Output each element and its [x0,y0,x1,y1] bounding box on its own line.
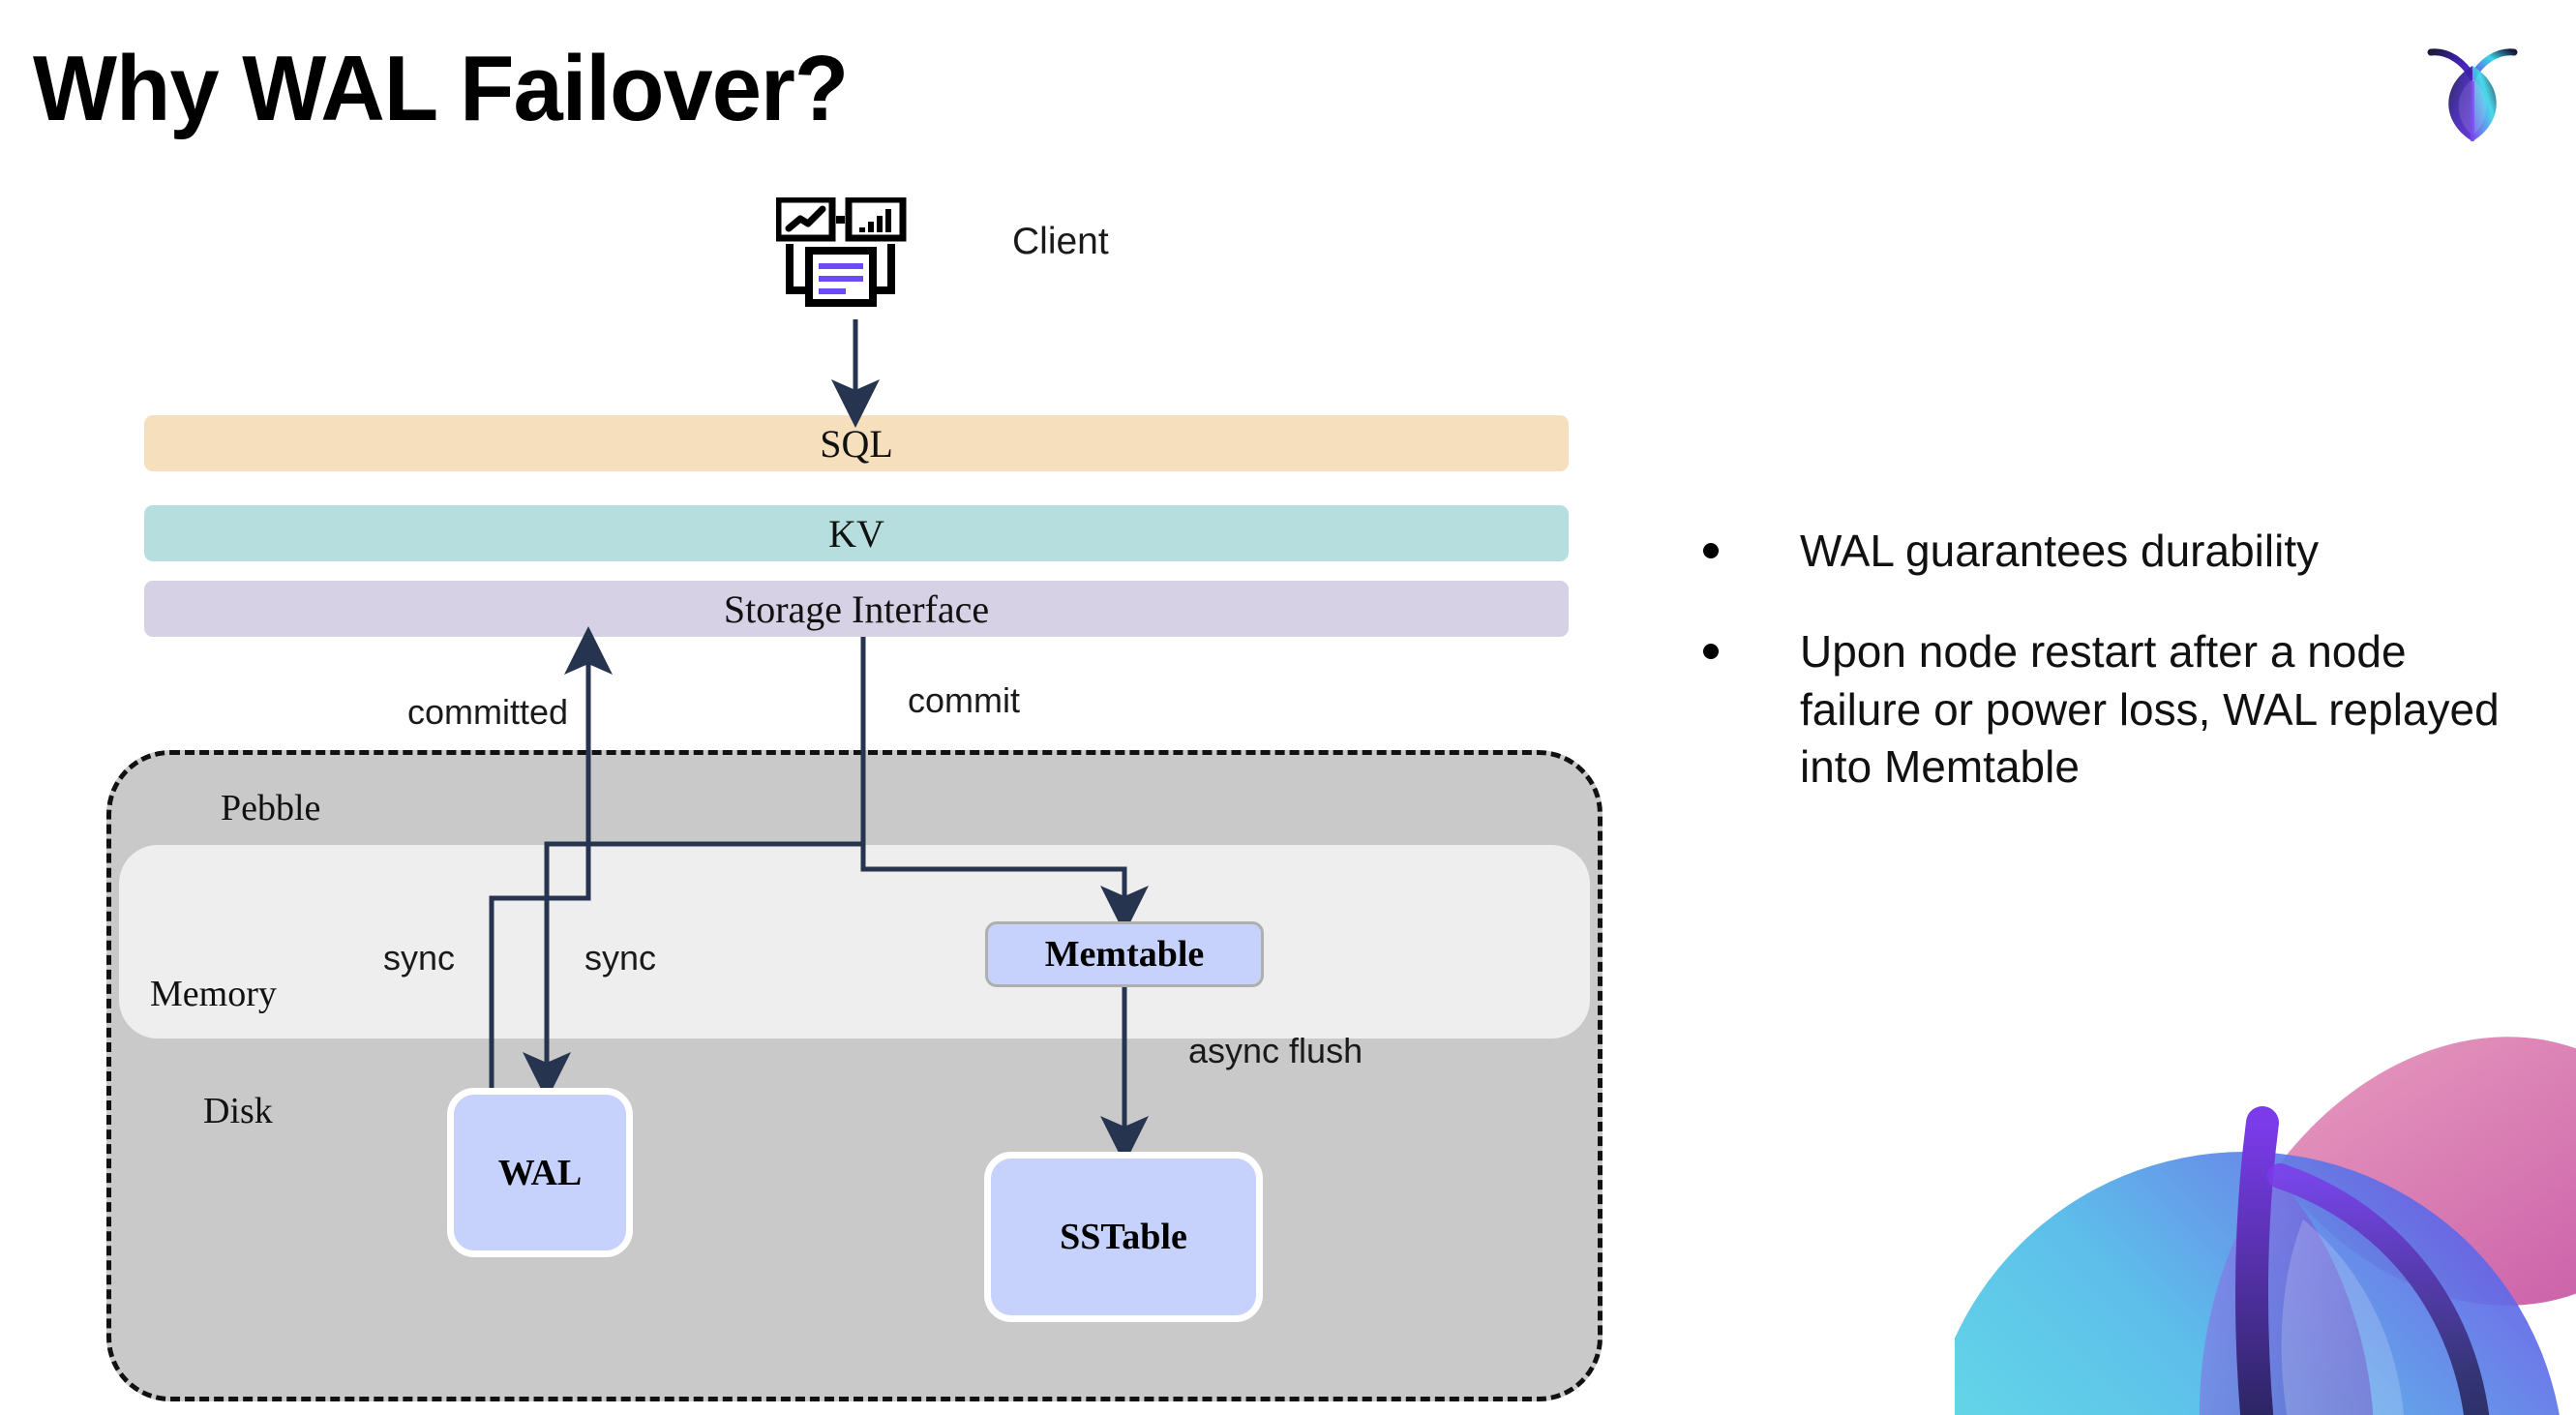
memory-label: Memory [150,974,277,1014]
edge-label-commit: commit [908,680,1020,720]
node-memtable: Memtable [985,921,1264,987]
bullet-text: Upon node restart after a node failure o… [1800,625,2500,793]
node-wal: WAL [447,1088,633,1257]
page-title: Why WAL Failover? [33,37,849,140]
node-sstable: SSTable [984,1152,1263,1322]
node-wal-label: WAL [497,1152,583,1193]
layer-bar-storage-interface-label: Storage Interface [723,587,990,631]
layer-bar-sql: SQL [144,415,1569,471]
bullet-dot-icon [1703,643,1719,659]
edge-label-sync-left: sync [383,938,456,978]
node-sstable-label: SSTable [1060,1217,1187,1257]
bullet-dot-icon [1703,543,1719,558]
list-item: WAL guarantees durability [1703,523,2526,581]
edge-label-committed: committed [407,692,569,732]
memory-region [119,845,1590,1039]
decorative-watermark [1931,929,2576,1415]
layer-bar-sql-label: SQL [820,421,893,466]
disk-label: Disk [203,1091,273,1131]
edge-label-sync-right: sync [584,938,657,978]
bullet-text: WAL guarantees durability [1800,526,2320,576]
layer-bar-kv: KV [144,505,1569,561]
list-item: Upon node restart after a node failure o… [1703,623,2526,797]
client-label: Client [1012,221,1109,262]
bullet-list: WAL guarantees durability Upon node rest… [1703,523,2526,839]
node-memtable-label: Memtable [1044,934,1205,975]
pebble-label: Pebble [221,788,321,828]
client-dashboard-icon [774,196,931,317]
cockroachdb-logo-icon [2419,37,2526,145]
layer-bar-kv-label: KV [828,511,884,556]
edge-label-async-flush: async flush [1188,1031,1363,1070]
layer-bar-storage-interface: Storage Interface [144,581,1569,637]
